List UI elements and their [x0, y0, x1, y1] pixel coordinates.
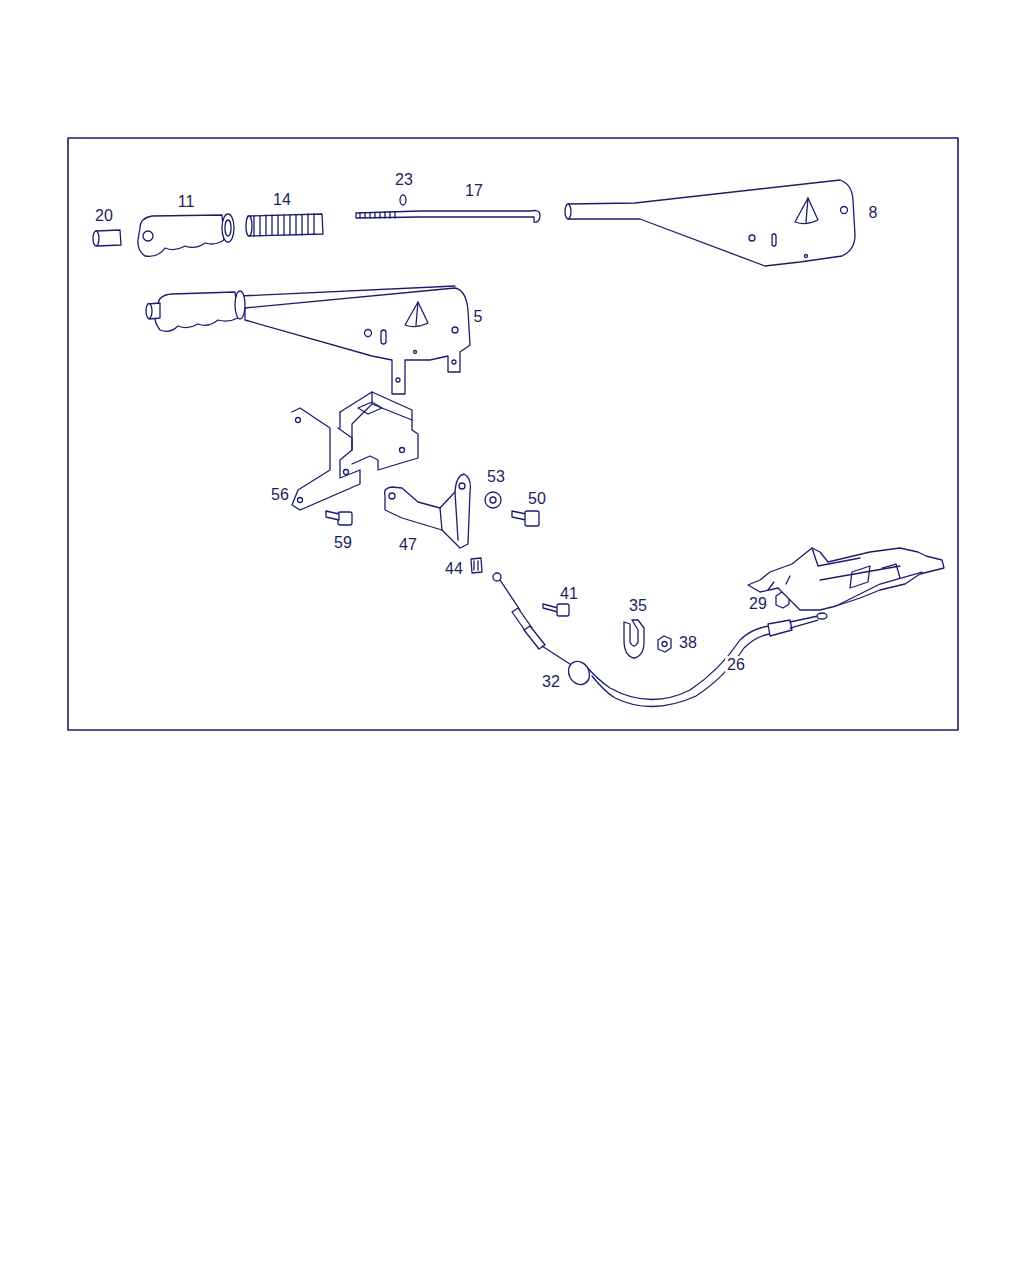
grip: [138, 214, 234, 256]
callout-number: 23: [393, 171, 415, 189]
callout-number: 29: [747, 595, 769, 613]
callout-number: 17: [463, 182, 485, 200]
sleeve: [93, 230, 121, 246]
washer: [485, 492, 501, 508]
callout-number: 44: [443, 560, 465, 578]
brake-bracket: [748, 548, 944, 610]
washer: [400, 195, 406, 205]
callout-number: 59: [332, 534, 354, 552]
clip: [471, 558, 482, 573]
callout-number: 56: [269, 486, 291, 504]
callout-number: 20: [93, 207, 115, 225]
callout-number: 8: [867, 204, 880, 222]
callout-number: 41: [558, 585, 580, 603]
callout-number: 5: [472, 308, 485, 326]
bolt: [543, 604, 569, 616]
clamp: [624, 620, 644, 658]
callout-number: 53: [485, 468, 507, 486]
lever: [565, 180, 855, 266]
bolt: [512, 511, 539, 526]
callout-number: 47: [397, 536, 419, 554]
callout-number: 38: [677, 634, 699, 652]
bolt: [326, 511, 352, 525]
callout-number: 35: [627, 597, 649, 615]
callout-number: 14: [271, 191, 293, 209]
cable: [493, 573, 827, 707]
nut: [658, 636, 671, 652]
callout-number: 26: [725, 656, 747, 674]
spring: [246, 214, 323, 236]
callout-number: 11: [176, 193, 197, 211]
frame: [68, 138, 958, 730]
callout-number: 50: [526, 490, 548, 508]
rod: [356, 211, 540, 223]
lever-assembly: [146, 286, 470, 394]
callout-number: 32: [540, 673, 562, 691]
